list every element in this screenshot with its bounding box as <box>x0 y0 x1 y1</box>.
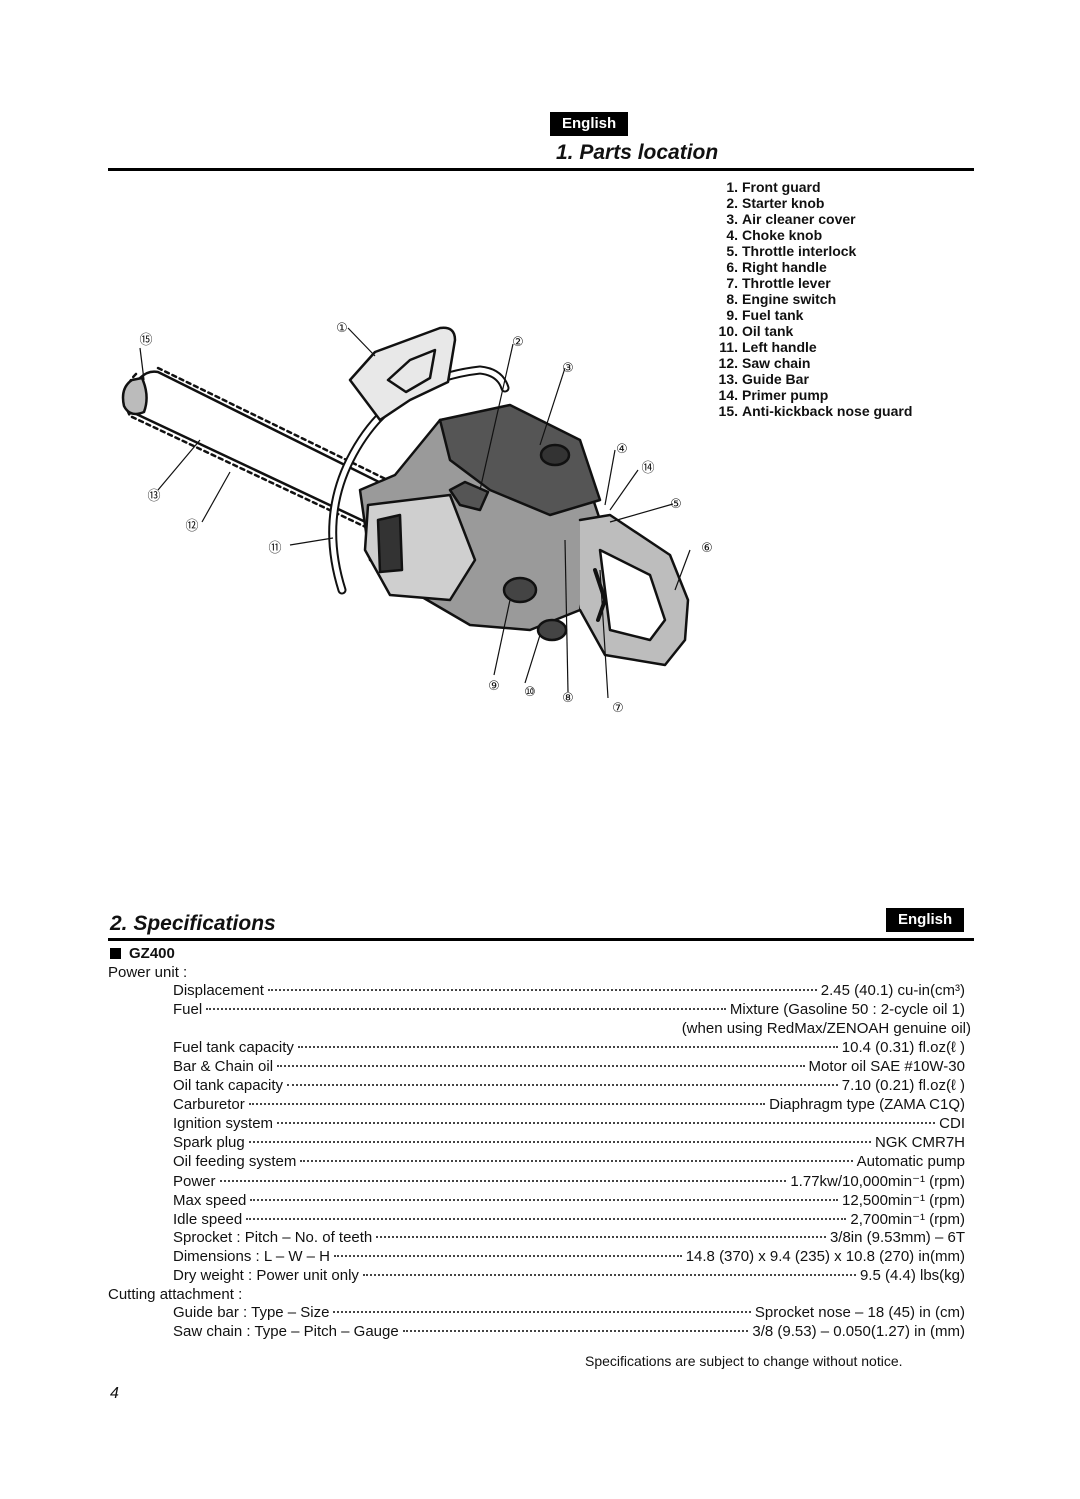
callout-12: ⑫ <box>185 519 198 534</box>
callout-8: ⑧ <box>562 691 574 706</box>
language-tag-specs: English <box>886 908 965 932</box>
front-guard-shape <box>348 326 457 422</box>
list-item: 10.Oil tank <box>718 323 794 339</box>
parts-list: 1.Front guard 2.Starter knob 3.Air clean… <box>708 179 913 419</box>
choke-knob-shape <box>539 443 571 467</box>
parts-location-title: 1. Parts location <box>556 141 719 164</box>
list-item: 4.Choke knob <box>726 227 823 243</box>
chainsaw-diagram: ① ② ③ ④ ⑤ ⑥ ⑦ ⑧ ⑨ ⑩ ⑪ ⑫ ⑬ ⑭ ⑮ <box>121 321 713 716</box>
list-item: 7.Throttle lever <box>726 275 831 291</box>
list-item: 11.Left handle <box>719 339 817 355</box>
callout-2: ② <box>512 335 524 350</box>
cutting-attachment-label: Cutting attachment : <box>108 1286 243 1303</box>
callout-4: ④ <box>616 442 628 457</box>
language-tag: English <box>550 112 629 136</box>
list-item: 5.Throttle interlock <box>726 243 857 259</box>
power-unit-label: Power unit : <box>108 964 188 981</box>
list-item: 12.Saw chain <box>718 355 811 371</box>
nose-guard-shape <box>121 376 148 416</box>
square-bullet-icon <box>110 948 121 959</box>
specs-rule <box>108 938 974 941</box>
callout-1: ① <box>336 321 348 336</box>
list-item: 14.Primer pump <box>718 387 829 403</box>
specifications-title: 2. Specifications <box>110 912 276 935</box>
callout-15: ⑮ <box>139 333 152 348</box>
callout-9: ⑨ <box>488 679 500 694</box>
callout-14: ⑭ <box>641 461 654 476</box>
list-item: 2.Starter knob <box>726 195 825 211</box>
list-item: 8.Engine switch <box>726 291 837 307</box>
list-item: 13.Guide Bar <box>718 371 809 387</box>
callout-13: ⑬ <box>147 489 160 504</box>
title-rule <box>108 168 974 171</box>
model-heading: GZ400 <box>110 945 175 962</box>
callout-6: ⑥ <box>701 541 713 556</box>
callout-3: ③ <box>562 361 574 376</box>
list-item: 6.Right handle <box>726 259 827 275</box>
callout-11: ⑪ <box>268 541 281 556</box>
list-item: 3.Air cleaner cover <box>726 211 856 227</box>
page-number: 4 <box>110 1385 119 1402</box>
specs-footnote: Specifications are subject to change wit… <box>585 1353 903 1369</box>
list-item: 9.Fuel tank <box>726 307 804 323</box>
callout-5: ⑤ <box>670 497 682 512</box>
list-item: 15.Anti-kickback nose guard <box>718 403 913 419</box>
callout-10: ⑩ <box>524 685 536 700</box>
fuel-note: (when using RedMax/ZENOAH genuine oil) <box>681 1020 971 1037</box>
callout-7: ⑦ <box>612 701 624 716</box>
list-item: 1.Front guard <box>726 179 821 195</box>
